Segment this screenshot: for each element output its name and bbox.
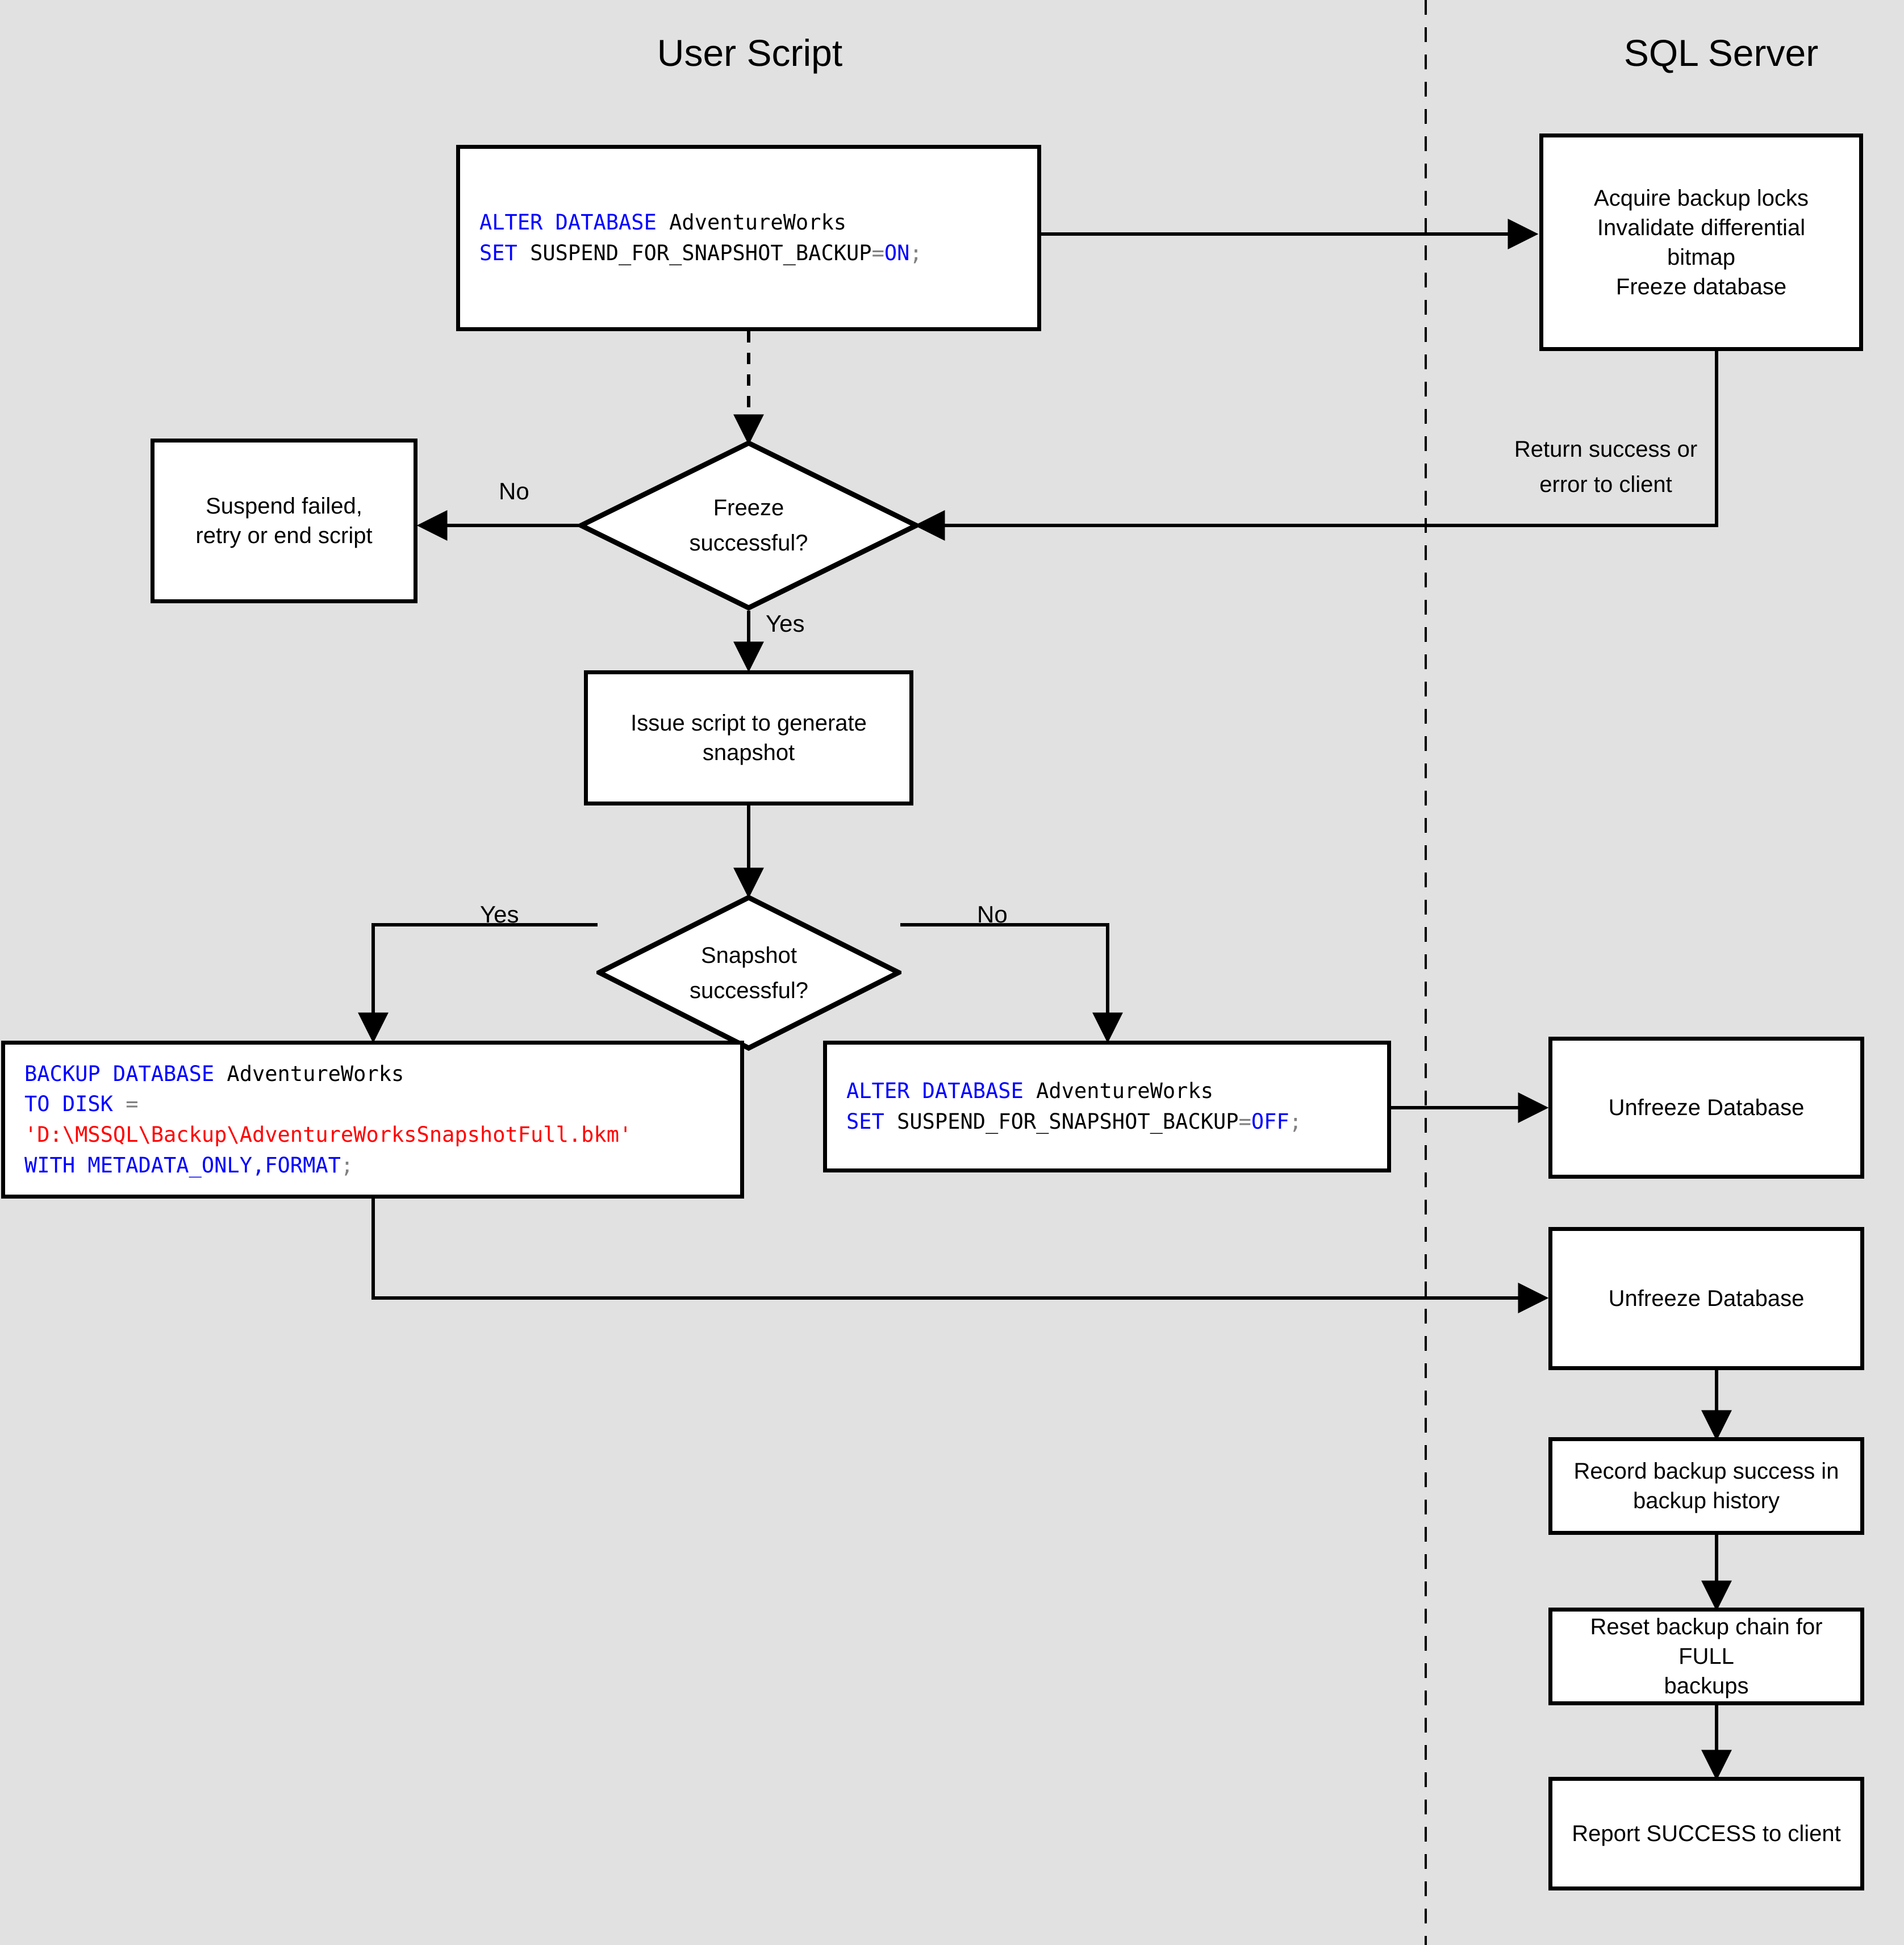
node-reset-backup-chain[interactable]: Reset backup chain for FULL backups [1548, 1608, 1864, 1705]
node-record-backup-success[interactable]: Record backup success in backup history [1548, 1437, 1864, 1535]
node-snapshot-successful-label: Snapshot successful? [690, 942, 808, 1003]
node-issue-script-label: Issue script to generate snapshot [631, 711, 867, 765]
node-reset-backup-chain-label: Reset backup chain for FULL backups [1590, 1614, 1823, 1698]
edge-label-return-to-client: Return success or error to client [1514, 437, 1698, 497]
edge-label-snapshot-yes: Yes [480, 901, 519, 928]
node-report-success-label: Report SUCCESS to client [1572, 1821, 1841, 1846]
node-record-backup-success-label: Record backup success in backup history [1573, 1459, 1839, 1513]
node-unfreeze-database-1-label: Unfreeze Database [1608, 1095, 1805, 1120]
node-unfreeze-database-1[interactable]: Unfreeze Database [1548, 1037, 1864, 1179]
lane-title-user-script: User Script [657, 32, 843, 74]
node-freeze-successful-label: Freeze successful? [689, 495, 808, 556]
node-alter-database-off-code: ALTER DATABASE AdventureWorks SET SUSPEN… [846, 1079, 1302, 1134]
node-alter-database-on-code: ALTER DATABASE AdventureWorks SET SUSPEN… [479, 210, 922, 265]
diamond-shape [578, 440, 919, 611]
node-unfreeze-database-2-label: Unfreeze Database [1608, 1286, 1805, 1311]
node-unfreeze-database-2[interactable]: Unfreeze Database [1548, 1227, 1864, 1370]
node-suspend-failed-label: Suspend failed, retry or end script [195, 494, 373, 548]
diamond-shape [596, 895, 901, 1051]
edge-label-freeze-no: No [499, 478, 529, 504]
node-issue-script[interactable]: Issue script to generate snapshot [584, 670, 913, 805]
node-backup-database-code: BACKUP DATABASE AdventureWorks TO DISK =… [24, 1061, 632, 1178]
node-report-success[interactable]: Report SUCCESS to client [1548, 1777, 1864, 1890]
node-backup-database[interactable]: BACKUP DATABASE AdventureWorks TO DISK =… [1, 1041, 744, 1199]
node-alter-database-off[interactable]: ALTER DATABASE AdventureWorks SET SUSPEN… [823, 1041, 1391, 1172]
node-freeze-successful[interactable]: Freeze successful? [578, 440, 919, 611]
node-alter-database-on[interactable]: ALTER DATABASE AdventureWorks SET SUSPEN… [456, 145, 1041, 331]
lane-title-sql-server: SQL Server [1623, 32, 1819, 74]
node-acquire-backup-locks[interactable]: Acquire backup locks Invalidate differen… [1539, 133, 1863, 351]
node-suspend-failed[interactable]: Suspend failed, retry or end script [151, 439, 417, 603]
node-snapshot-successful[interactable]: Snapshot successful? [596, 895, 901, 1051]
edge-label-snapshot-no: No [977, 901, 1008, 928]
edge-label-freeze-yes: Yes [766, 610, 805, 637]
node-acquire-backup-locks-label: Acquire backup locks Invalidate differen… [1594, 185, 1809, 299]
